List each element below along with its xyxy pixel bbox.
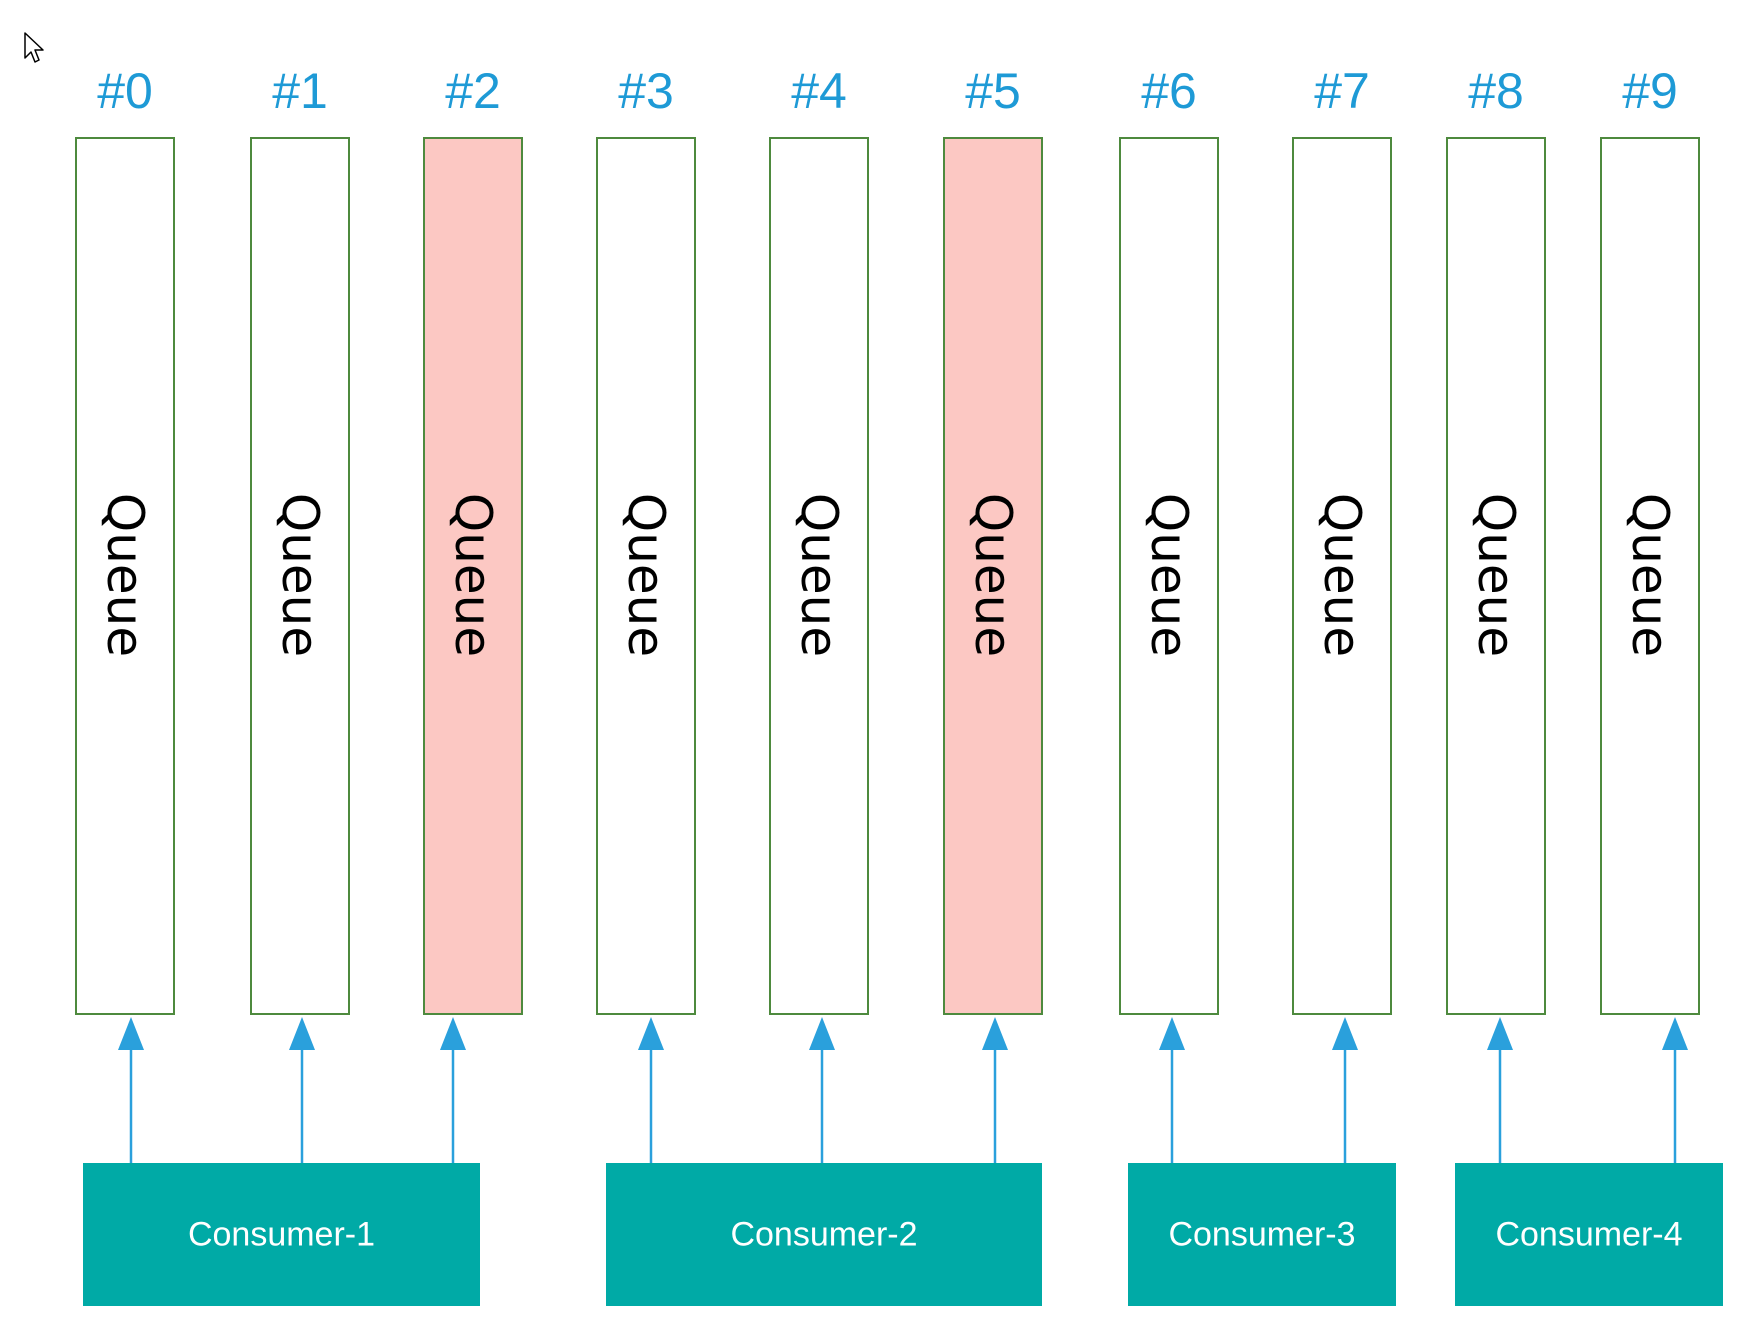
arrow-head-icon xyxy=(1662,1017,1688,1050)
queue-label: Queue xyxy=(1621,493,1679,657)
queue-box xyxy=(596,137,696,1015)
queue-label: Queue xyxy=(1467,493,1525,657)
arrow-head-icon xyxy=(638,1017,664,1050)
queue-index-label: #3 xyxy=(618,63,674,119)
queue-box xyxy=(1292,137,1392,1015)
arrow-head-icon xyxy=(982,1017,1008,1050)
queue-index-label: #8 xyxy=(1468,63,1524,119)
queue-index-label: #9 xyxy=(1622,63,1678,119)
consumers-layer: Consumer-1 Consumer-2 Consumer-3 Consumer-4 xyxy=(83,1163,1723,1306)
queue-label: Queue xyxy=(1313,493,1371,657)
queue-box xyxy=(250,137,350,1015)
arrow-head-icon xyxy=(440,1017,466,1050)
queue-box xyxy=(1119,137,1219,1015)
arrow-head-icon xyxy=(118,1017,144,1050)
arrow-head-icon xyxy=(289,1017,315,1050)
arrows-layer xyxy=(118,1017,1688,1163)
queue-index-label: #6 xyxy=(1141,63,1197,119)
queue-label: Queue xyxy=(96,493,154,657)
queue-index-label: #7 xyxy=(1314,63,1370,119)
queue-label: Queue xyxy=(790,493,848,657)
queue-label: Queue xyxy=(271,493,329,657)
queue-index-label: #4 xyxy=(791,63,847,119)
consumer-box xyxy=(1128,1163,1396,1306)
consumer-label: Consumer-2 xyxy=(730,1216,917,1254)
queue-index-label: #2 xyxy=(445,63,501,119)
consumer-box xyxy=(606,1163,1042,1306)
queue-box xyxy=(943,137,1043,1015)
arrow-head-icon xyxy=(809,1017,835,1050)
consumer-box xyxy=(1455,1163,1723,1306)
queue-box xyxy=(75,137,175,1015)
arrow-head-icon xyxy=(1332,1017,1358,1050)
queue-label: Queue xyxy=(1140,493,1198,657)
consumer-label: Consumer-3 xyxy=(1168,1216,1355,1254)
mouse-pointer-icon xyxy=(24,32,44,63)
queue-box xyxy=(769,137,869,1015)
consumer-box xyxy=(83,1163,480,1306)
queue-index-label: #1 xyxy=(272,63,328,119)
queue-index-label: #5 xyxy=(965,63,1021,119)
arrow-head-icon xyxy=(1159,1017,1185,1050)
consumer-label: Consumer-1 xyxy=(188,1216,375,1254)
queue-box xyxy=(1600,137,1700,1015)
queue-label: Queue xyxy=(964,493,1022,657)
queue-index-label: #0 xyxy=(97,63,153,119)
queue-box xyxy=(1446,137,1546,1015)
queue-box xyxy=(423,137,523,1015)
queue-label: Queue xyxy=(444,493,502,657)
arrow-head-icon xyxy=(1487,1017,1513,1050)
consumer-label: Consumer-4 xyxy=(1495,1216,1682,1254)
queue-label: Queue xyxy=(617,493,675,657)
